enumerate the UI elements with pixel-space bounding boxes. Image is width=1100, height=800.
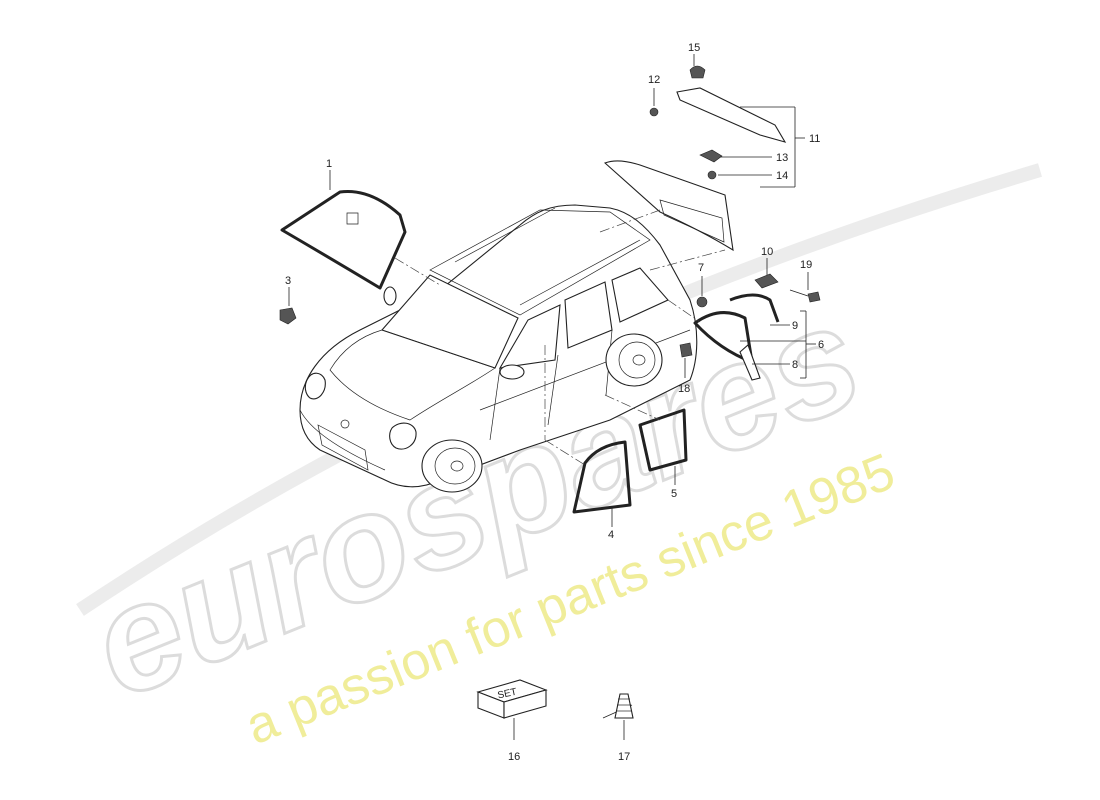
part-17-adhesive: 17: [602, 693, 634, 763]
part-rear-window: [599, 160, 734, 271]
part-13-bracket: 13: [699, 149, 788, 164]
callout-3: 3: [285, 275, 291, 287]
part-14-nut: 14: [707, 170, 788, 182]
car-headlight-right: [389, 422, 417, 450]
callout-11: 11: [809, 133, 820, 145]
callout-19: 19: [800, 259, 812, 271]
callout-9: 9: [792, 320, 798, 332]
part-5-rear-door-glass: 5: [604, 394, 688, 500]
car-hood: [329, 329, 496, 421]
callout-4: 4: [608, 529, 614, 541]
part-8-trim: 8: [739, 344, 798, 381]
part-18-clip: 18: [678, 342, 693, 395]
callout-10: 10: [761, 246, 773, 258]
car-grille: [317, 424, 369, 471]
callout-16: 16: [508, 751, 520, 763]
car-mirror: [499, 364, 525, 380]
car-body: [299, 204, 698, 493]
car-bumper: [299, 409, 386, 471]
car-headlight-left: [304, 372, 326, 400]
set-box-label: SET: [497, 687, 518, 702]
part-6-bracket: 6: [740, 310, 824, 379]
callout-8: 8: [792, 359, 798, 371]
part-15-bumper-stop: 15: [688, 42, 706, 79]
part-11-spoiler: 11: [676, 87, 820, 188]
part-16-set-box: SET 16: [476, 679, 548, 763]
car-front-wheel: [421, 439, 483, 493]
part-19-screw: 19: [789, 259, 821, 303]
part-7-grommet: 7: [696, 262, 708, 308]
roof-rail-left: [454, 207, 556, 263]
callout-6: 6: [818, 339, 824, 351]
part-10-trim: 10: [754, 246, 779, 289]
callout-13: 13: [776, 152, 788, 164]
part-4-door-glass: 4: [544, 345, 632, 541]
roof-rail-right: [519, 239, 641, 306]
door-line-2: [547, 354, 559, 426]
part-12-nut: 12: [648, 74, 660, 117]
callout-14: 14: [776, 170, 788, 182]
part-9-seal: 9: [729, 293, 798, 332]
car-rear-wheel: [605, 333, 663, 387]
part-3-clip: 3: [279, 275, 297, 325]
car-badge: [340, 419, 350, 429]
callout-15: 15: [688, 42, 700, 54]
leader-quarter: [667, 299, 701, 323]
callout-18: 18: [678, 383, 690, 395]
callout-1: 1: [326, 158, 332, 170]
callout-12: 12: [648, 74, 660, 86]
car-mirror-left: [383, 286, 397, 306]
callout-17: 17: [618, 751, 630, 763]
callout-5: 5: [671, 488, 677, 500]
callout-7: 7: [698, 262, 704, 274]
car-roof: [429, 209, 651, 316]
part-1-windscreen: 1: [280, 158, 441, 290]
